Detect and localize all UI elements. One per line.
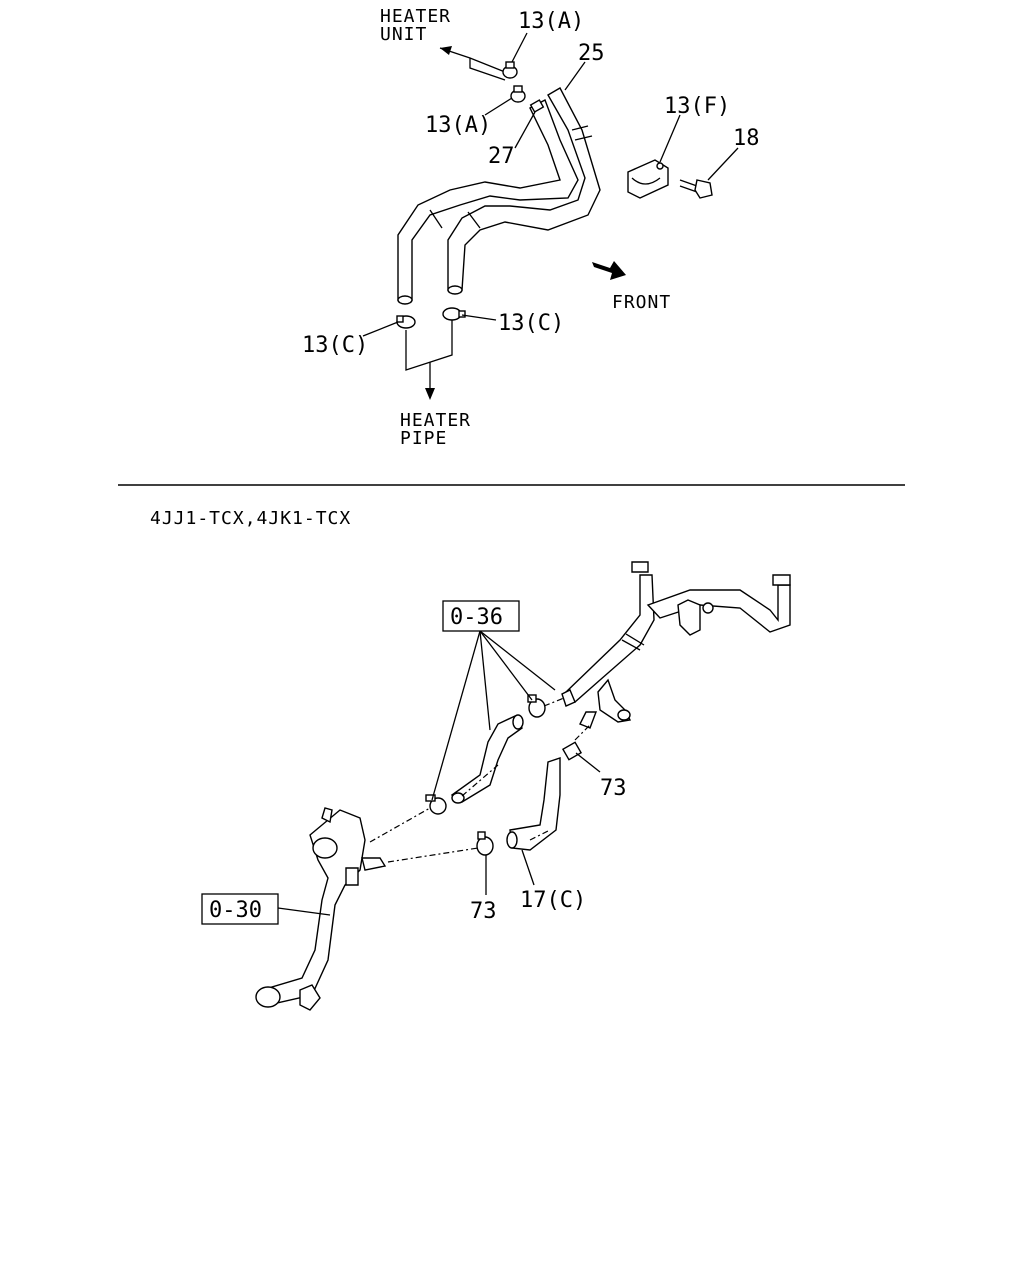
callout-73-right: 73 [600, 776, 627, 801]
bolt-18 [679, 179, 713, 199]
callout-13a-top: 13(A) [518, 9, 584, 34]
ref-label-0-30: 0-30 [209, 898, 262, 923]
hose-17c [506, 757, 561, 851]
callout-27: 27 [488, 144, 515, 169]
callout-13f: 13(F) [664, 94, 730, 119]
alignment-line-5 [529, 829, 551, 841]
callout-17c: 17(C) [520, 888, 586, 913]
leader-27 [514, 111, 536, 149]
leader-13c-right [461, 314, 497, 321]
alignment-line-2 [387, 847, 479, 863]
heater-unit-label-line2: UNIT [380, 24, 427, 45]
alignment-line-1 [369, 807, 431, 843]
callout-18: 18 [733, 126, 760, 151]
callout-73-bottom: 73 [470, 899, 497, 924]
alignment-line-6 [574, 724, 591, 741]
hose-clamp-upper [527, 694, 546, 718]
hose-middle [450, 714, 524, 804]
leader-18 [707, 147, 739, 181]
leader-0-36-d [479, 630, 556, 691]
callout-13c-left: 13(C) [302, 333, 368, 358]
hose-27 [397, 99, 579, 305]
ref-box-0-30: 0-30 [201, 893, 279, 925]
clamp-13c-right [442, 307, 466, 321]
leader-0-30 [277, 907, 331, 916]
alignment-line-3 [461, 764, 499, 797]
heater-unit-label-line1: HEATER [380, 6, 451, 27]
water-pipe-assembly [561, 561, 791, 729]
leader-13a-mid [484, 97, 513, 116]
front-label: FRONT [612, 292, 671, 313]
leader-0-36-c [479, 630, 533, 701]
front-arrow-icon [592, 261, 626, 280]
leader-17c [521, 849, 535, 886]
bracket-13f [627, 159, 669, 199]
leader-13a-top [511, 32, 528, 63]
hose-25 [447, 87, 601, 295]
callout-13a-mid: 13(A) [425, 113, 491, 138]
leader-13f [659, 114, 681, 163]
ref-box-0-36: 0-36 [442, 600, 520, 632]
clamp-13c-left [396, 315, 416, 329]
heater-unit-arrow [439, 46, 506, 81]
clamp-13a-top [502, 61, 518, 79]
leader-73-right [575, 752, 601, 773]
callout-13c-right: 13(C) [498, 311, 564, 336]
heater-pipe-arrow [405, 320, 453, 400]
clamp-73-bottom [476, 831, 494, 856]
bottom-water-pipe-diagram: 4JJ1-TCX,4JK1-TCX [150, 508, 791, 1011]
leader-25 [564, 61, 586, 91]
heater-pipe-label-line1: HEATER [400, 410, 471, 431]
leader-0-36-b [479, 630, 491, 731]
thermostat-housing-pipe [255, 807, 387, 1011]
alignment-line-4 [543, 697, 565, 707]
callout-25: 25 [578, 41, 605, 66]
top-heater-hose-diagram: HEATER UNIT [302, 6, 760, 449]
hose-clamp-lower-left [425, 794, 447, 815]
engine-variant-label: 4JJ1-TCX,4JK1-TCX [150, 508, 351, 529]
leader-0-36-a [431, 630, 481, 801]
leader-13c-left [362, 321, 399, 337]
ref-label-0-36: 0-36 [450, 605, 503, 630]
clamp-73-right [561, 741, 583, 761]
heater-pipe-label-line2: PIPE [400, 428, 447, 449]
clamp-13a-mid [510, 85, 526, 103]
